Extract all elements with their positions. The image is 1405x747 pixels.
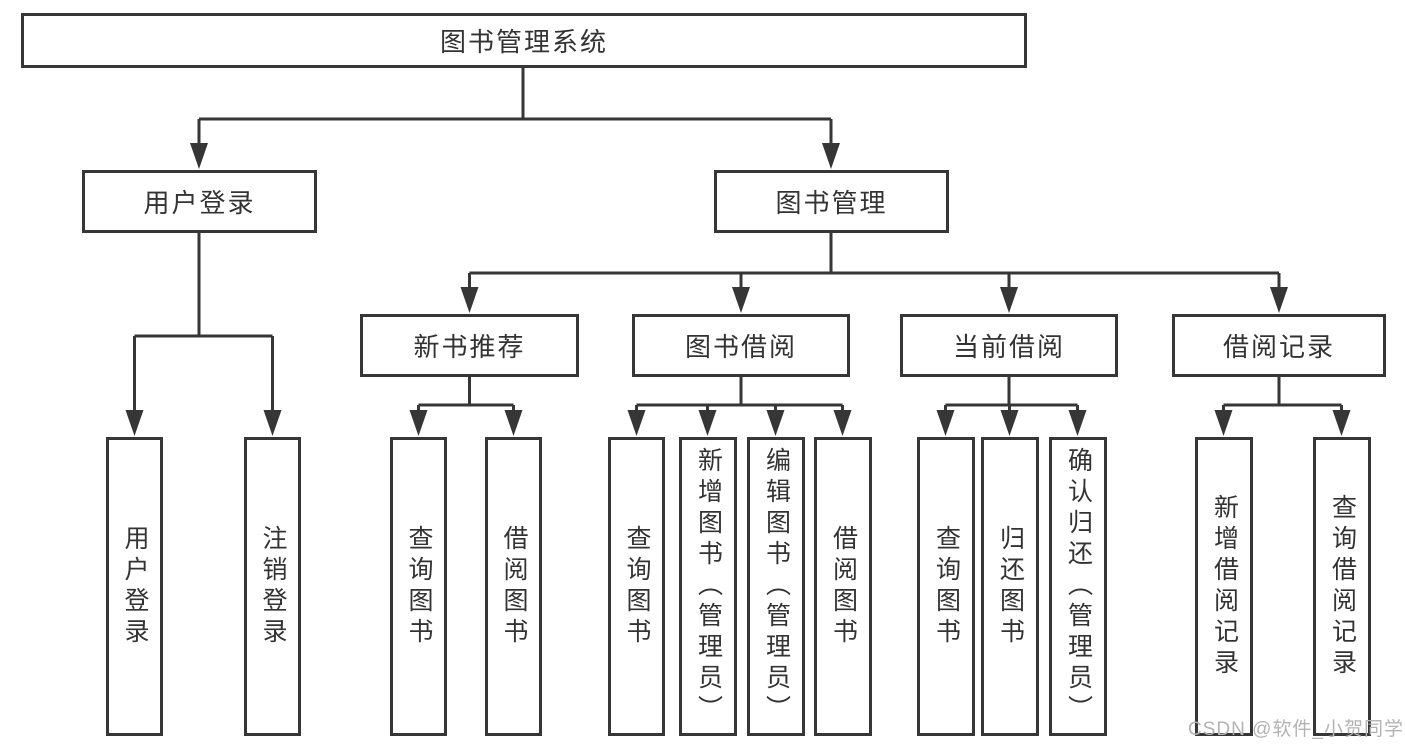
node-label: 新增借阅记录 [1210, 493, 1239, 680]
arrow-down-icon [627, 410, 646, 436]
leaf-add-borrow-record: 新增借阅记录 [1195, 437, 1253, 736]
node-label: 归还图书 [996, 524, 1025, 649]
node-label: 新增图书（管理员） [694, 447, 723, 726]
node-label: 注销登录 [259, 524, 287, 649]
arrow-down-icon [263, 410, 282, 436]
leaf-search-books-current: 查询图书 [917, 437, 975, 736]
node-label: 用户登录 [143, 188, 256, 218]
node-book-management: 图书管理 [714, 170, 949, 233]
leaf-borrow-books-borrowing: 借阅图书 [814, 437, 872, 736]
arrow-down-icon [190, 143, 208, 169]
arrow-down-icon [732, 287, 750, 313]
node-label: 用户登录 [121, 524, 149, 649]
leaf-search-books-recommend: 查询图书 [390, 437, 447, 736]
arrow-down-icon [698, 410, 717, 436]
node-label: 查询图书 [932, 524, 961, 649]
arrowhead-icons [125, 143, 1351, 436]
leaf-logout: 注销登录 [244, 437, 301, 736]
arrow-down-icon [822, 143, 840, 169]
arrow-down-icon [1068, 410, 1087, 436]
node-label: 查询图书 [405, 524, 433, 649]
branch-book-management [468, 233, 1281, 303]
node-label: 查询借阅记录 [1328, 493, 1357, 680]
arrow-down-icon [460, 287, 479, 313]
node-label: 借阅记录 [1222, 332, 1335, 362]
branch-book-borrowing [635, 377, 844, 426]
node-current-borrowing: 当前借阅 [900, 314, 1118, 377]
leaf-user-login: 用户登录 [106, 437, 163, 736]
node-label: 借阅图书 [829, 524, 858, 649]
arrow-down-icon [1270, 287, 1288, 313]
node-label: 确认归还（管理员） [1064, 447, 1093, 726]
node-book-borrowing: 图书借阅 [632, 314, 850, 377]
node-new-book-recommendation: 新书推荐 [360, 314, 579, 377]
node-label: 图书管理系统 [439, 27, 608, 57]
node-label: 新书推荐 [413, 332, 526, 362]
arrow-down-icon [1000, 410, 1019, 436]
arrow-down-icon [1000, 287, 1018, 313]
leaf-search-books-borrowing: 查询图书 [608, 437, 665, 736]
arrow-down-icon [1332, 410, 1351, 436]
arrow-down-icon [125, 410, 144, 436]
leaf-search-borrow-record: 查询借阅记录 [1313, 437, 1371, 736]
node-label: 查询图书 [623, 524, 651, 649]
branch-borrowing-records [1222, 377, 1343, 426]
arrow-down-icon [833, 410, 852, 436]
node-label: 图书管理 [775, 188, 888, 218]
branch-new-book-recommendation [417, 377, 515, 426]
node-label: 借阅图书 [500, 524, 528, 649]
leaf-borrow-books-recommend: 借阅图书 [485, 437, 542, 736]
leaf-edit-books-admin: 编辑图书（管理员） [747, 437, 805, 736]
csdn-watermark: CSDN @软件_小贺同学 [1188, 719, 1404, 740]
branch-root [197, 68, 833, 159]
leaf-add-books-admin: 新增图书（管理员） [679, 437, 737, 736]
node-user-login: 用户登录 [82, 170, 317, 233]
arrow-down-icon [409, 410, 428, 436]
arrow-down-icon [936, 410, 955, 436]
node-label: 当前借阅 [952, 332, 1065, 362]
node-library-management-system: 图书管理系统 [21, 13, 1027, 68]
node-label: 编辑图书（管理员） [762, 447, 791, 726]
arrow-down-icon [504, 410, 523, 436]
node-label: 图书借阅 [684, 332, 797, 362]
branch-user-login [133, 233, 274, 426]
leaf-return-books: 归还图书 [981, 437, 1039, 736]
arrow-down-icon [1214, 410, 1233, 436]
arrow-down-icon [766, 410, 785, 436]
node-borrowing-records: 借阅记录 [1172, 314, 1386, 377]
leaf-confirm-return-admin: 确认归还（管理员） [1049, 437, 1107, 736]
